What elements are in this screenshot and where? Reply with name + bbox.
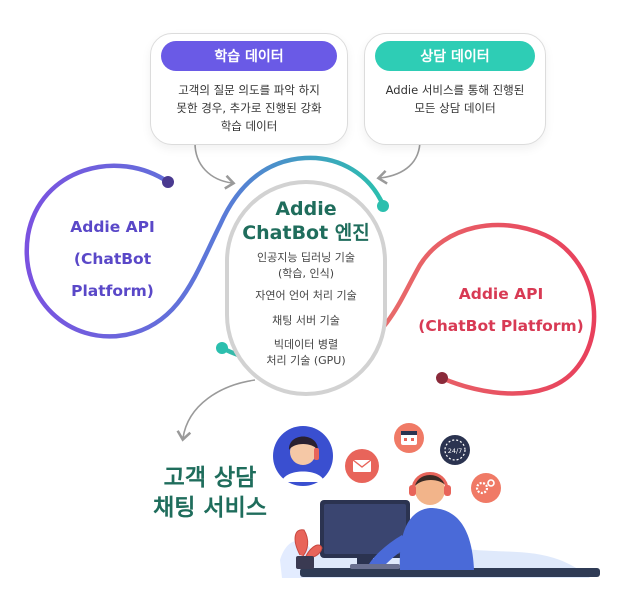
consult-arrow: [376, 139, 421, 185]
engine-item-line: 빅데이터 병렬: [273, 338, 339, 351]
learning-arrow: [194, 142, 236, 190]
engine-top-dot: [377, 200, 389, 212]
learning-data-line: 고객의 질문 의도를 파악 하지: [178, 83, 320, 97]
right-api-name: Addie API: [458, 285, 544, 303]
plant-pot: [296, 556, 314, 569]
engine-item-nlp: 자연어 언어 처리 기술: [231, 288, 381, 304]
learning-data-title: 학습 데이터: [161, 41, 337, 71]
customer-face: [290, 439, 316, 465]
engine-oval: [225, 180, 387, 396]
consult-data-description: Addie 서비스를 통해 진행된 모든 상담 데이터: [365, 81, 545, 117]
service-arrow: [176, 379, 256, 442]
engine-item-line: 자연어 언어 처리 기술: [255, 289, 357, 302]
agent-ear-right: [444, 485, 451, 496]
right-api-label: Addie API (ChatBot Platform): [412, 278, 590, 342]
left-api-name: Addie API: [70, 218, 155, 236]
engine-bottom-dot: [216, 342, 228, 354]
engine-item-line: 처리 기술 (GPU): [266, 354, 346, 367]
engine-title: Addie ChatBot 엔진: [231, 197, 381, 245]
right-loop-dot: [436, 372, 448, 384]
right-api-platform: (ChatBot Platform): [418, 317, 584, 335]
consult-data-card: 상담 데이터 Addie 서비스를 통해 진행된 모든 상담 데이터: [364, 33, 546, 145]
keyboard: [350, 564, 400, 569]
engine-item-big-data: 빅데이터 병렬 처리 기술 (GPU): [231, 337, 381, 369]
engine-item-chat-server: 채팅 서버 기술: [231, 313, 381, 329]
monitor-stand: [357, 558, 373, 568]
engine-item-line: (학습, 인식): [277, 267, 335, 280]
chat-service-label: 고객 상담 채팅 서비스: [135, 463, 285, 523]
agent-body: [399, 508, 474, 570]
consult-data-line: 모든 상담 데이터: [414, 101, 496, 115]
consult-data-title: 상담 데이터: [375, 41, 535, 71]
engine-item-line: 인공지능 딥러닝 기술: [256, 251, 356, 264]
engine-item-line: 채팅 서버 기술: [272, 314, 340, 327]
customer-hair: [288, 436, 318, 450]
learning-data-card: 학습 데이터 고객의 질문 의도를 파악 하지 못한 경우, 추가로 진행된 강…: [150, 33, 348, 145]
plant-leaves: [294, 529, 323, 559]
learning-data-line: 학습 데이터: [220, 119, 278, 133]
learning-data-line: 못한 경우, 추가로 진행된 강화: [176, 101, 322, 115]
engine-item-deep-learning: 인공지능 딥러닝 기술 (학습, 인식): [231, 250, 381, 282]
desk: [300, 568, 600, 577]
left-loop: [24, 155, 386, 339]
agent-head: [415, 475, 445, 505]
left-api-platform: (ChatBot Platform): [71, 250, 154, 300]
agent-headset: [411, 472, 449, 491]
agent-ear-left: [409, 485, 416, 496]
chat-service-line: 고객 상담: [163, 465, 257, 491]
left-loop-dot: [162, 176, 174, 188]
monitor-screen: [324, 504, 406, 554]
customer-phone: [314, 448, 319, 460]
engine-title-line: Addie: [275, 198, 337, 220]
consult-data-line: Addie 서비스를 통해 진행된: [385, 83, 525, 97]
svg-text:24/7: 24/7: [448, 447, 463, 455]
left-api-label: Addie API (ChatBot Platform): [30, 211, 195, 307]
learning-data-description: 고객의 질문 의도를 파악 하지 못한 경우, 추가로 진행된 강화 학습 데이…: [151, 81, 347, 135]
engine-title-line: ChatBot 엔진: [242, 222, 370, 244]
24-7-clock-icon: [440, 435, 470, 465]
agent-arm: [368, 535, 408, 568]
customer-body: [282, 471, 324, 482]
chat-service-line: 채팅 서비스: [153, 495, 267, 521]
